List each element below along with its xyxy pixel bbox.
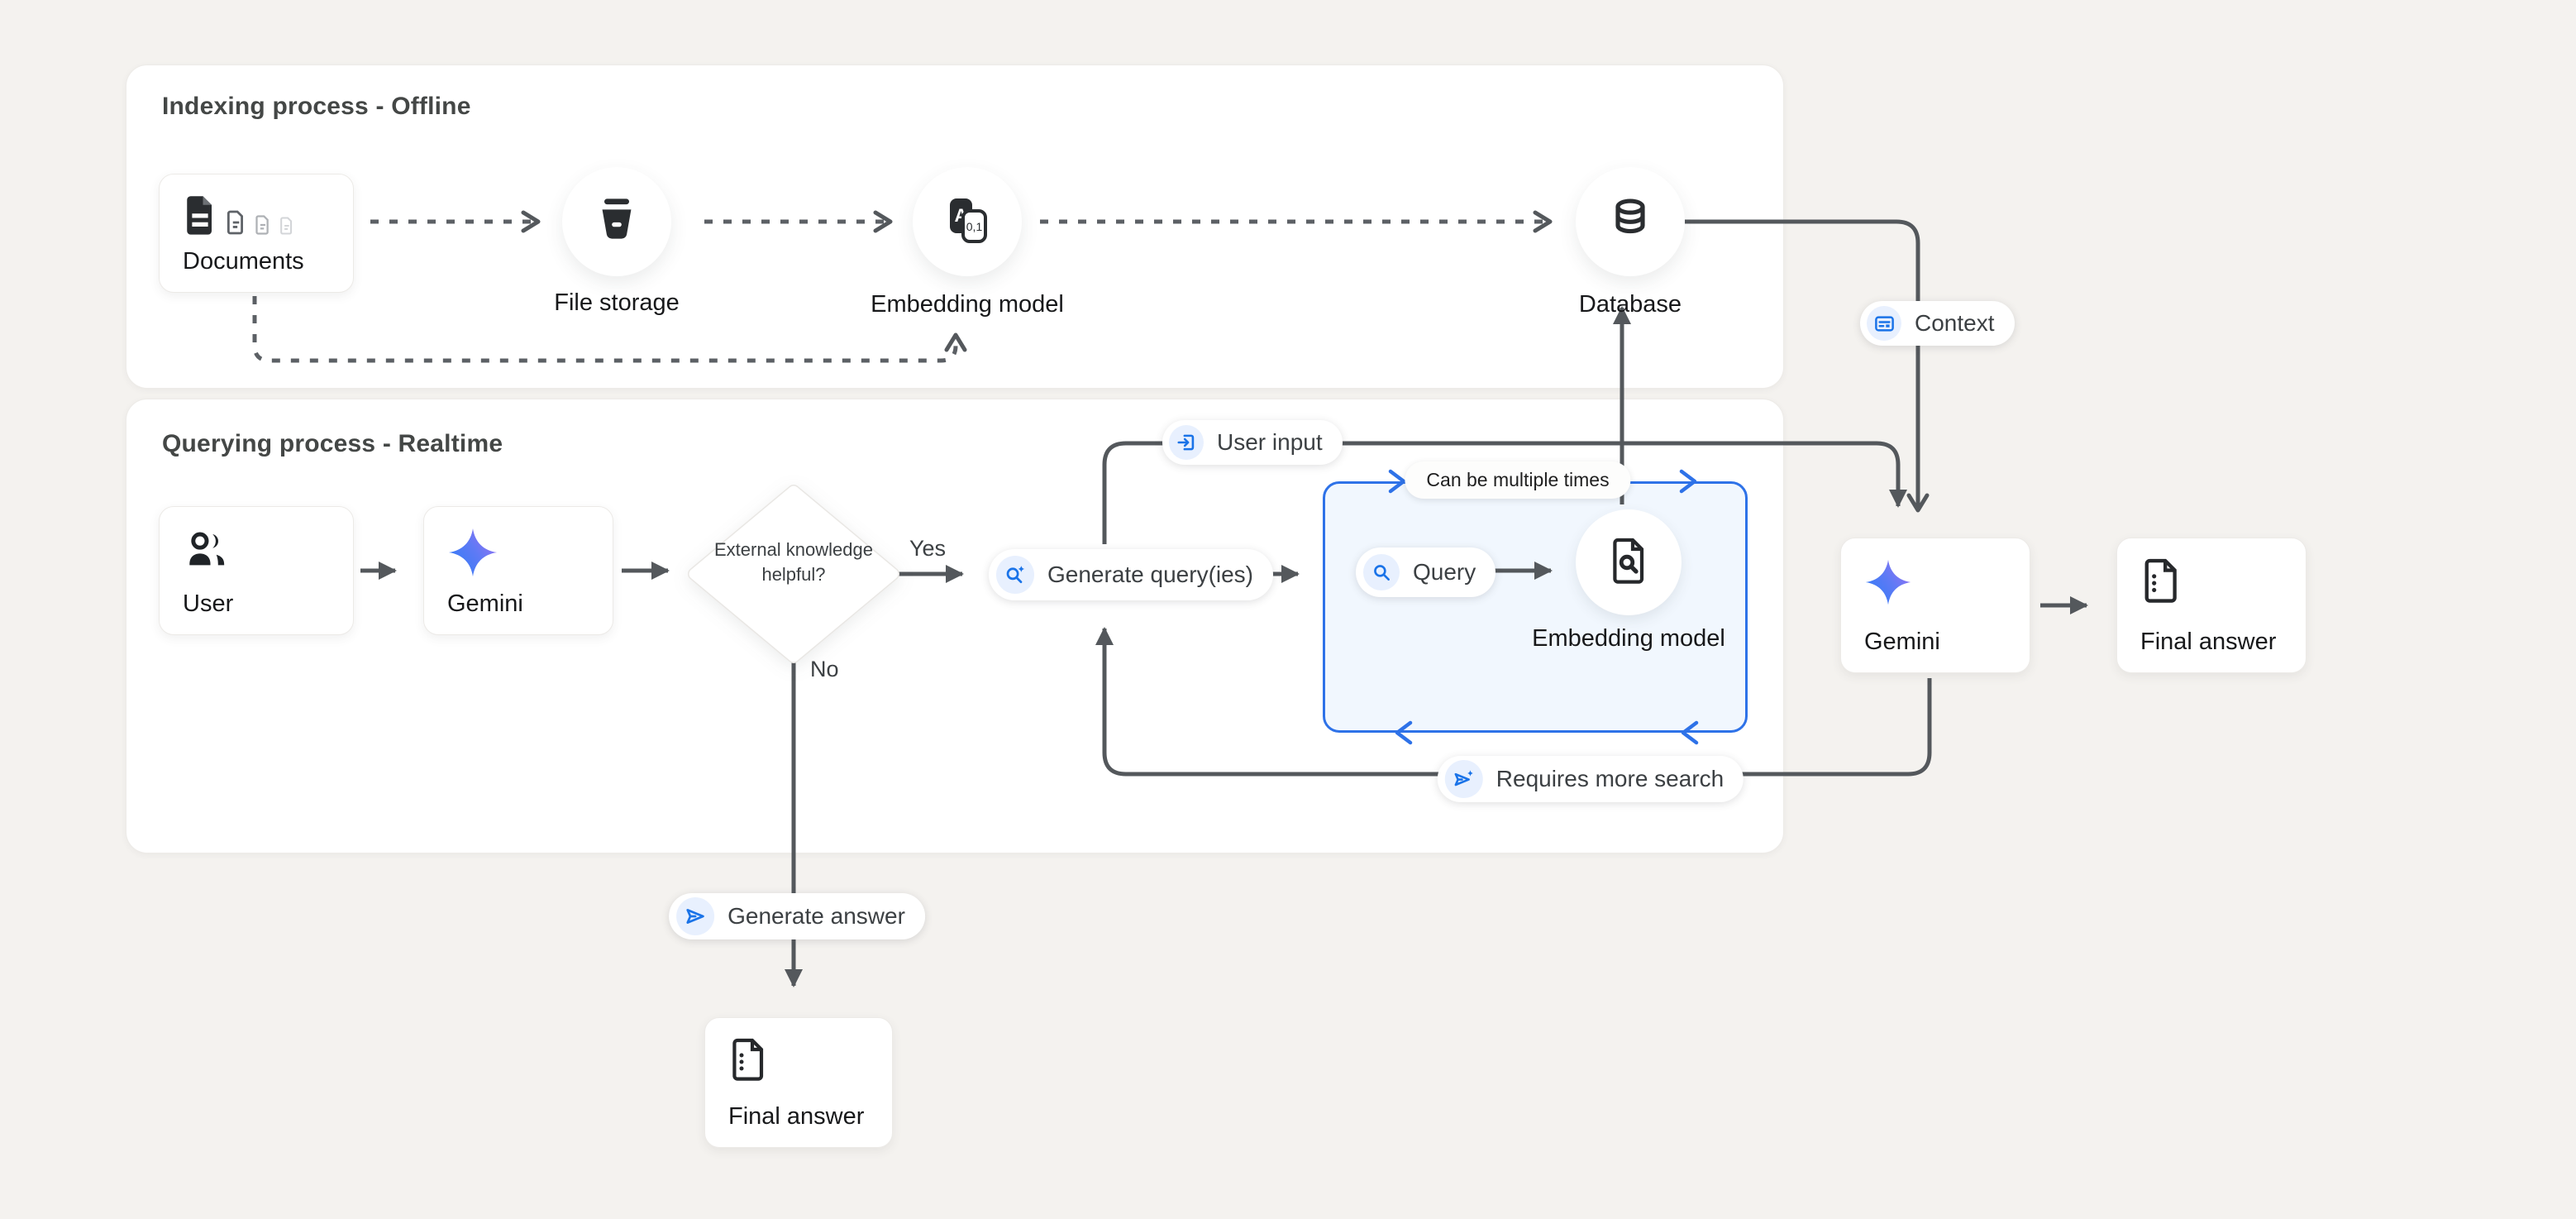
- file-storage-icon: [591, 194, 642, 250]
- documents-icon: [183, 194, 330, 236]
- send-sparkle-icon: [1444, 760, 1483, 798]
- embedding-model-icon: A 0,1: [941, 194, 994, 251]
- gemini-synthesis-label: Gemini: [1864, 629, 1940, 655]
- svg-text:0,1: 0,1: [966, 220, 983, 233]
- gemini-label: Gemini: [447, 590, 523, 617]
- context-icon: [1867, 306, 1901, 341]
- gemini-node: Gemini: [423, 506, 613, 635]
- user-input-badge: User input: [1162, 420, 1343, 465]
- send-icon: [676, 897, 715, 935]
- requires-more-search-label: Requires more search: [1496, 766, 1724, 791]
- no-edge-label: No: [810, 657, 839, 681]
- documents-node: Documents: [159, 174, 354, 293]
- user-icon: [183, 527, 330, 576]
- database-icon: [1605, 195, 1655, 249]
- document-search-icon: [1605, 538, 1652, 588]
- user-input-icon: [1169, 425, 1204, 460]
- generate-queries-step: Generate query(ies): [989, 549, 1274, 600]
- query-label: Query: [1413, 559, 1476, 585]
- embedding-model-offline-node: A 0,1: [913, 167, 1022, 276]
- indexing-panel-title: Indexing process - Offline: [162, 93, 471, 120]
- user-input-badge-label: User input: [1217, 429, 1323, 455]
- search-icon: [1363, 554, 1400, 590]
- final-answer-direct-label: Final answer: [728, 1103, 865, 1130]
- generate-queries-label: Generate query(ies): [1047, 562, 1254, 587]
- loop-note-badge: Can be multiple times: [1405, 461, 1631, 499]
- final-answer-direct-node: Final answer: [704, 1017, 893, 1148]
- gemini-star-icon: [447, 527, 589, 582]
- embedding-model-query-label: Embedding model: [1532, 625, 1725, 652]
- context-badge-label: Context: [1915, 310, 1995, 336]
- database-node: [1576, 167, 1685, 276]
- generate-answer-label: Generate answer: [727, 903, 905, 929]
- file-storage-node: [562, 167, 671, 276]
- query-step: Query: [1356, 547, 1496, 597]
- file-storage-label: File storage: [554, 289, 680, 316]
- embedding-model-offline-label: Embedding model: [871, 291, 1064, 318]
- embedding-model-query-node: [1576, 509, 1682, 615]
- generate-answer-badge: Generate answer: [669, 893, 925, 939]
- querying-panel-title: Querying process - Realtime: [162, 430, 503, 457]
- final-answer-label: Final answer: [2140, 629, 2277, 655]
- yes-edge-label: Yes: [909, 536, 947, 561]
- search-sparkle-icon: [996, 556, 1034, 594]
- decision-label: External knowledge helpful?: [713, 539, 873, 585]
- final-answer-doc-icon: [728, 1038, 869, 1085]
- user-label: User: [183, 590, 234, 617]
- user-node: User: [159, 506, 354, 635]
- context-badge: Context: [1860, 301, 2015, 346]
- requires-more-search-badge: Requires more search: [1437, 756, 1744, 802]
- final-answer-doc-icon: [2140, 558, 2283, 607]
- retrieval-loop-box: [1323, 481, 1748, 733]
- gemini-star-icon: [1864, 558, 2006, 610]
- documents-label: Documents: [183, 248, 304, 275]
- gemini-synthesis-node: Gemini: [1840, 538, 2030, 673]
- database-label: Database: [1578, 291, 1682, 318]
- final-answer-node: Final answer: [2116, 538, 2306, 673]
- decision-diamond: [688, 485, 899, 663]
